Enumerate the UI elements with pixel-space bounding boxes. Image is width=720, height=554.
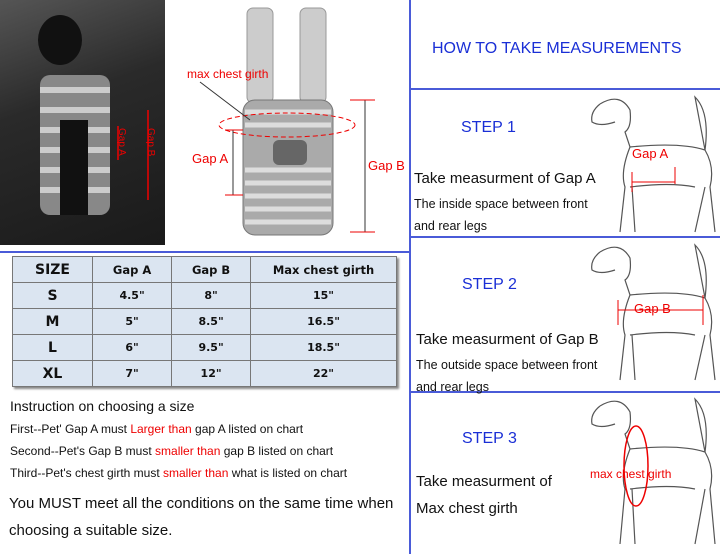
- gap-b-label: Gap B: [145, 128, 156, 157]
- gap-b-cell: 8.5": [171, 308, 251, 335]
- table-header-row: SIZE Gap A Gap B Max chest girth: [12, 256, 397, 283]
- step-2-desc: The outside space between front: [416, 358, 598, 372]
- size-cell: M: [12, 308, 93, 335]
- instruction-text: gap B listed on chart: [220, 444, 334, 458]
- instruction-highlight: smaller than: [163, 466, 229, 480]
- instruction-highlight: smaller than: [155, 444, 221, 458]
- dog-in-carrier-photo: Gap A Gap B: [0, 0, 165, 245]
- instruction-text: what is listed on chart: [228, 466, 348, 480]
- gap-a-cell: 6": [91, 334, 173, 361]
- step-1-label: STEP 1: [461, 119, 516, 136]
- gap-a-label: Gap A: [632, 146, 669, 161]
- divider: [410, 88, 720, 90]
- gap-a-cell: 7": [91, 360, 173, 387]
- step-1-heading: Take measurment of Gap A: [414, 170, 596, 187]
- instruction-highlight: Larger than: [130, 422, 196, 436]
- size-cell: XL: [12, 360, 93, 387]
- header-size: SIZE: [12, 256, 93, 283]
- dog-sketch-step-3: [591, 397, 716, 545]
- size-cell: L: [12, 334, 93, 361]
- carrier-diagram: [199, 7, 375, 236]
- chest-girth-cell: 22": [250, 360, 397, 387]
- header-gap-b: Gap B: [171, 256, 251, 283]
- gap-b-cell: 9.5": [171, 334, 251, 361]
- max-chest-girth-label: max chest girth: [187, 67, 269, 81]
- chest-girth-cell: 15": [250, 282, 397, 309]
- gap-a-cell: 5": [91, 308, 173, 335]
- chest-girth-cell: 18.5": [250, 334, 397, 361]
- instructions-title: Instruction on choosing a size: [10, 398, 195, 414]
- step-3-label: STEP 3: [462, 430, 517, 447]
- step-2-desc: and rear legs: [416, 380, 489, 394]
- divider: [0, 251, 410, 253]
- measurements-title: HOW TO TAKE MEASUREMENTS: [432, 40, 682, 57]
- carrier-photo-illustration: [38, 15, 149, 215]
- instruction-text: First--Pet' Gap A must: [10, 422, 131, 436]
- step-1-desc: The inside space between front: [414, 197, 588, 211]
- gap-a-cell: 4.5": [91, 282, 173, 309]
- step-1-desc: and rear legs: [414, 219, 487, 233]
- dog-sketch-step-1: [591, 95, 716, 233]
- dog-sketch-step-2: [591, 243, 716, 381]
- step-3-heading: Take measurment of: [416, 473, 552, 490]
- gap-b-label: Gap B: [634, 301, 671, 316]
- divider: [410, 236, 720, 238]
- note-line-1: You MUST meet all the conditions on the …: [9, 495, 394, 512]
- instruction-line-3: Third--Pet's chest girth must smaller th…: [10, 466, 347, 480]
- header-gap-a: Gap A: [91, 256, 173, 283]
- instruction-line-2: Second--Pet's Gap B must smaller than ga…: [10, 444, 333, 458]
- instruction-text: Third--Pet's chest girth must: [10, 466, 163, 480]
- note-line-2: choosing a suitable size.: [9, 522, 173, 539]
- gap-a-label: Gap A: [192, 151, 229, 166]
- step-3-desc: Max chest girth: [416, 500, 518, 517]
- gap-b-label: Gap B: [368, 158, 405, 173]
- gap-b-cell: 8": [171, 282, 251, 309]
- max-chest-girth-label: max chest girth: [590, 467, 672, 481]
- gap-b-cell: 12": [171, 360, 251, 387]
- divider: [410, 391, 720, 393]
- instruction-text: gap A listed on chart: [195, 422, 304, 436]
- step-2-label: STEP 2: [462, 276, 517, 293]
- chest-girth-cell: 16.5": [250, 308, 397, 335]
- divider-vertical: [409, 0, 411, 554]
- instruction-line-1: First--Pet' Gap A must Larger than gap A…: [10, 422, 303, 436]
- gap-a-label: Gap A: [116, 128, 127, 156]
- step-2-heading: Take measurment of Gap B: [416, 331, 599, 348]
- instruction-text: Second--Pet's Gap B must: [10, 444, 156, 458]
- size-cell: S: [12, 282, 93, 309]
- header-max-chest-girth: Max chest girth: [250, 256, 397, 283]
